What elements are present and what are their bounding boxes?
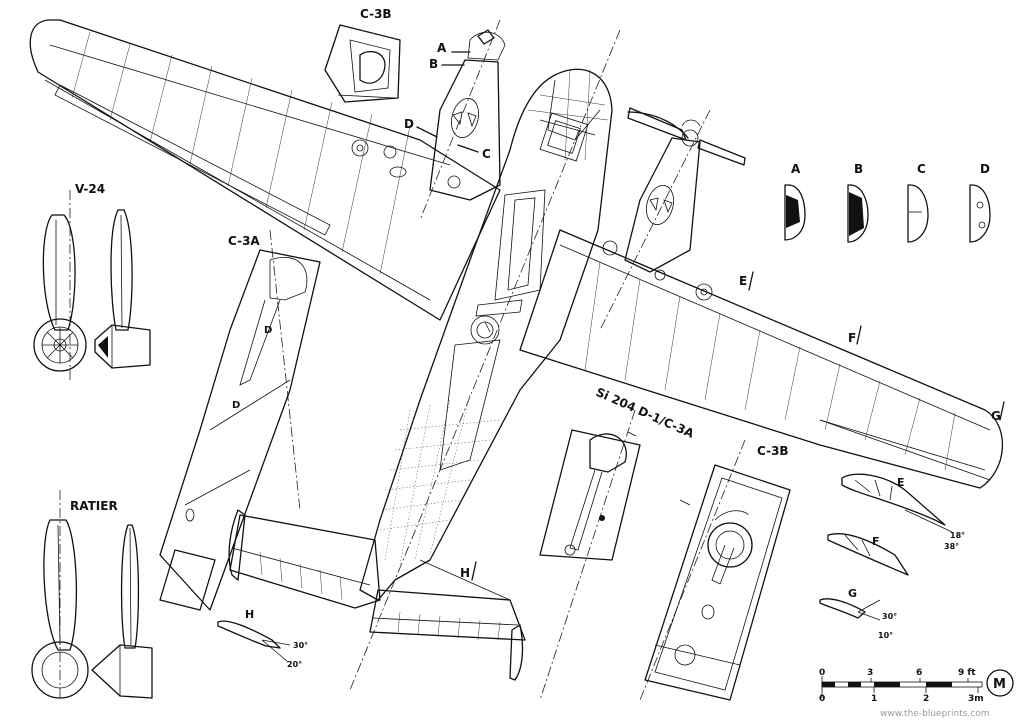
propeller-v24: [33, 209, 151, 372]
label-profile-h: H: [245, 608, 254, 621]
left-wing: [29, 19, 501, 321]
label-section-a-top: A: [437, 41, 447, 55]
label-station-f: F: [848, 331, 856, 345]
detail-c3a: D D: [159, 249, 321, 611]
svg-text:D: D: [232, 400, 240, 411]
scale-bar: [821, 669, 1014, 698]
detail-d1-c3a: [539, 429, 641, 561]
detail-c3b-right: [644, 464, 791, 701]
label-station-e: E: [739, 274, 747, 288]
label-station-h: H: [460, 566, 470, 580]
author-logo: M: [993, 677, 1006, 692]
scale-m-1: 1: [871, 694, 877, 704]
label-angle-e-2: 38°: [944, 542, 959, 551]
svg-text:D: D: [264, 325, 272, 336]
label-c3b-top: C-3B: [360, 7, 392, 21]
label-prop-v24: V-24: [75, 182, 105, 196]
right-wing: [519, 229, 1004, 489]
label-section-b: B: [854, 162, 863, 176]
station-ticks: [416, 51, 1005, 581]
label-profile-f: F: [872, 535, 880, 548]
label-angle-g-2: 10°: [878, 631, 893, 640]
label-profile-g: G: [848, 587, 857, 600]
label-section-d: D: [980, 162, 990, 176]
label-profile-e: E: [897, 476, 905, 489]
scale-ft-9: 9 ft: [958, 668, 976, 678]
scale-ft-0: 0: [819, 668, 825, 678]
label-section-d-top: D: [404, 117, 414, 131]
scale-ft-3: 3: [867, 668, 873, 678]
scale-m-3: 3m: [968, 694, 984, 704]
label-d1-c3a: Si 204 D-1/C-3A: [594, 385, 697, 441]
label-station-g: G: [991, 409, 1001, 423]
label-c3b-right: C-3B: [757, 444, 789, 458]
watermark: www.the-blueprints.com: [880, 709, 990, 719]
nacelle-sections: [784, 184, 991, 243]
right-nacelle: [624, 107, 746, 273]
label-angle-e-1: 18°: [950, 531, 965, 540]
scale-m-2: 2: [923, 694, 929, 704]
left-nacelle: [429, 29, 506, 201]
tailplane: [228, 509, 526, 681]
airfoil-profiles: [217, 473, 953, 663]
center-lines: [59, 19, 746, 701]
label-section-c-top: C: [482, 147, 491, 161]
label-prop-ratier: RATIER: [70, 499, 118, 513]
label-angle-h-2: 20°: [287, 660, 302, 669]
scale-ft-6: 6: [916, 668, 922, 678]
scale-m-0: 0: [819, 694, 825, 704]
detail-c3b-top: [324, 24, 401, 103]
label-angle-g-1: 30°: [882, 612, 897, 621]
propeller-ratier: [31, 519, 153, 699]
label-section-b-top: B: [429, 57, 438, 71]
label-angle-h-1: 30°: [293, 641, 308, 650]
label-section-a: A: [791, 162, 801, 176]
label-section-c: C: [917, 162, 926, 176]
label-c3a: C-3A: [228, 234, 260, 248]
